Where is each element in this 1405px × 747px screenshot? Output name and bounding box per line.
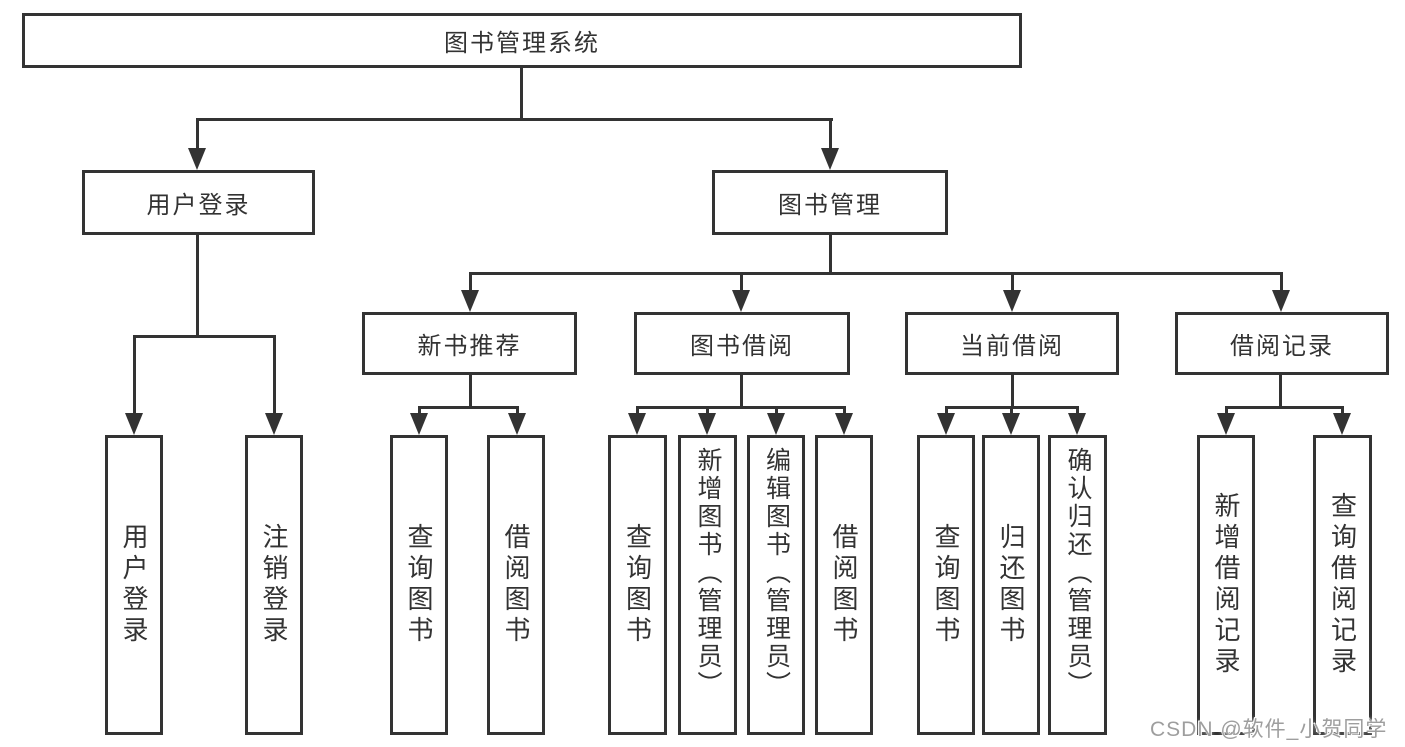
node-borrow-records: 借阅记录 xyxy=(1175,312,1389,375)
leaf-label: 借阅图书 xyxy=(501,523,531,647)
arrowhead-user-login xyxy=(188,148,206,170)
connector-book-mgmt-trunk xyxy=(829,235,832,273)
arrowhead-query2 xyxy=(628,413,646,435)
leaf-label: 用户登录 xyxy=(119,523,149,647)
arrowhead-edit-books xyxy=(767,413,785,435)
leaf-edit-books-admin: 编辑图书（管理员） xyxy=(747,435,805,735)
connector-user-login-bar xyxy=(133,335,276,338)
connector-to-query3 xyxy=(945,406,948,417)
node-label: 新书推荐 xyxy=(417,333,522,360)
leaf-return-books: 归还图书 xyxy=(982,435,1040,735)
leaf-label: 查询借阅记录 xyxy=(1327,492,1358,678)
arrowhead-book-borrow xyxy=(732,290,750,312)
node-label: 图书管理 xyxy=(778,192,882,219)
leaf-add-books-admin: 新增图书（管理员） xyxy=(678,435,737,735)
leaf-borrow-books-1: 借阅图书 xyxy=(487,435,545,735)
connector-to-return-books xyxy=(1010,406,1013,417)
leaf-label: 查询图书 xyxy=(622,523,653,647)
connector-level2-bar xyxy=(469,272,1282,275)
leaf-confirm-return-admin: 确认归还（管理员） xyxy=(1048,435,1107,735)
node-label: 用户登录 xyxy=(146,192,251,219)
node-new-book-recommend: 新书推荐 xyxy=(362,312,577,375)
connector-to-current-borrow xyxy=(1011,272,1014,292)
connector-to-edit-books xyxy=(775,406,778,417)
leaf-label: 编辑图书（管理员） xyxy=(762,447,791,699)
connector-book-borrow-bar xyxy=(636,406,845,409)
connector-to-book-management xyxy=(829,118,832,152)
arrowhead-query1 xyxy=(410,413,428,435)
leaf-query-books-3: 查询图书 xyxy=(917,435,975,735)
leaf-borrow-books-2: 借阅图书 xyxy=(815,435,873,735)
connector-to-new-book xyxy=(469,272,472,292)
connector-new-book-bar xyxy=(418,406,519,409)
connector-current-borrow-trunk xyxy=(1011,375,1014,407)
leaf-add-borrow-record: 新增借阅记录 xyxy=(1197,435,1255,735)
node-label: 当前借阅 xyxy=(960,333,1064,360)
leaf-query-borrow-record: 查询借阅记录 xyxy=(1313,435,1372,735)
node-user-login: 用户登录 xyxy=(82,170,315,235)
connector-to-borrow2 xyxy=(843,406,846,417)
node-label: 图书管理系统 xyxy=(444,30,600,57)
node-label: 借阅记录 xyxy=(1230,333,1334,360)
connector-records-trunk xyxy=(1279,375,1282,407)
connector-to-query-record xyxy=(1341,406,1344,417)
connector-to-leaf-login xyxy=(133,335,136,417)
connector-user-login-trunk xyxy=(196,235,199,335)
node-book-management: 图书管理 xyxy=(712,170,948,235)
leaf-label: 查询图书 xyxy=(404,523,434,647)
arrowhead-query-record xyxy=(1333,413,1351,435)
watermark: CSDN @软件_小贺同学 xyxy=(1150,718,1388,741)
connector-root-trunk xyxy=(520,68,523,120)
connector-records-bar xyxy=(1225,406,1344,409)
connector-to-query1 xyxy=(418,406,421,417)
arrowhead-query3 xyxy=(937,413,955,435)
arrowhead-book-management xyxy=(821,148,839,170)
leaf-logout: 注销登录 xyxy=(245,435,303,735)
arrowhead-confirm-return xyxy=(1068,413,1086,435)
leaf-query-books-1: 查询图书 xyxy=(390,435,448,735)
arrowhead-current-borrow xyxy=(1003,290,1021,312)
arrowhead-add-books xyxy=(698,413,716,435)
connector-to-add-books xyxy=(706,406,709,417)
arrowhead-borrow1 xyxy=(508,413,526,435)
leaf-user-login: 用户登录 xyxy=(105,435,163,735)
arrowhead-borrow2 xyxy=(835,413,853,435)
connector-level1-bar xyxy=(196,118,833,121)
arrowhead-add-record xyxy=(1217,413,1235,435)
connector-to-book-borrow xyxy=(740,272,743,292)
node-book-borrow: 图书借阅 xyxy=(634,312,850,375)
leaf-label: 新增借阅记录 xyxy=(1211,492,1241,678)
arrowhead-leaf-login xyxy=(125,413,143,435)
node-current-borrow: 当前借阅 xyxy=(905,312,1119,375)
connector-to-query2 xyxy=(636,406,639,417)
connector-to-add-record xyxy=(1225,406,1228,417)
connector-to-borrow1 xyxy=(516,406,519,417)
connector-to-confirm-return xyxy=(1076,406,1079,417)
leaf-label: 确认归还（管理员） xyxy=(1064,447,1092,699)
leaf-label: 借阅图书 xyxy=(829,523,859,647)
leaf-label: 查询图书 xyxy=(931,523,961,647)
connector-to-leaf-logout xyxy=(273,335,276,417)
arrowhead-borrow-records xyxy=(1272,290,1290,312)
node-label: 图书借阅 xyxy=(690,333,794,360)
leaf-label: 归还图书 xyxy=(996,523,1026,647)
leaf-label: 新增图书（管理员） xyxy=(694,447,722,699)
leaf-query-books-2: 查询图书 xyxy=(608,435,667,735)
leaf-label: 注销登录 xyxy=(259,523,289,647)
arrowhead-new-book xyxy=(461,290,479,312)
node-library-management-system: 图书管理系统 xyxy=(22,13,1022,68)
arrowhead-return-books xyxy=(1002,413,1020,435)
connector-to-user-login xyxy=(196,118,199,152)
connector-to-borrow-records xyxy=(1280,272,1283,292)
connector-new-book-trunk xyxy=(469,375,472,407)
connector-book-borrow-trunk xyxy=(740,375,743,407)
arrowhead-leaf-logout xyxy=(265,413,283,435)
